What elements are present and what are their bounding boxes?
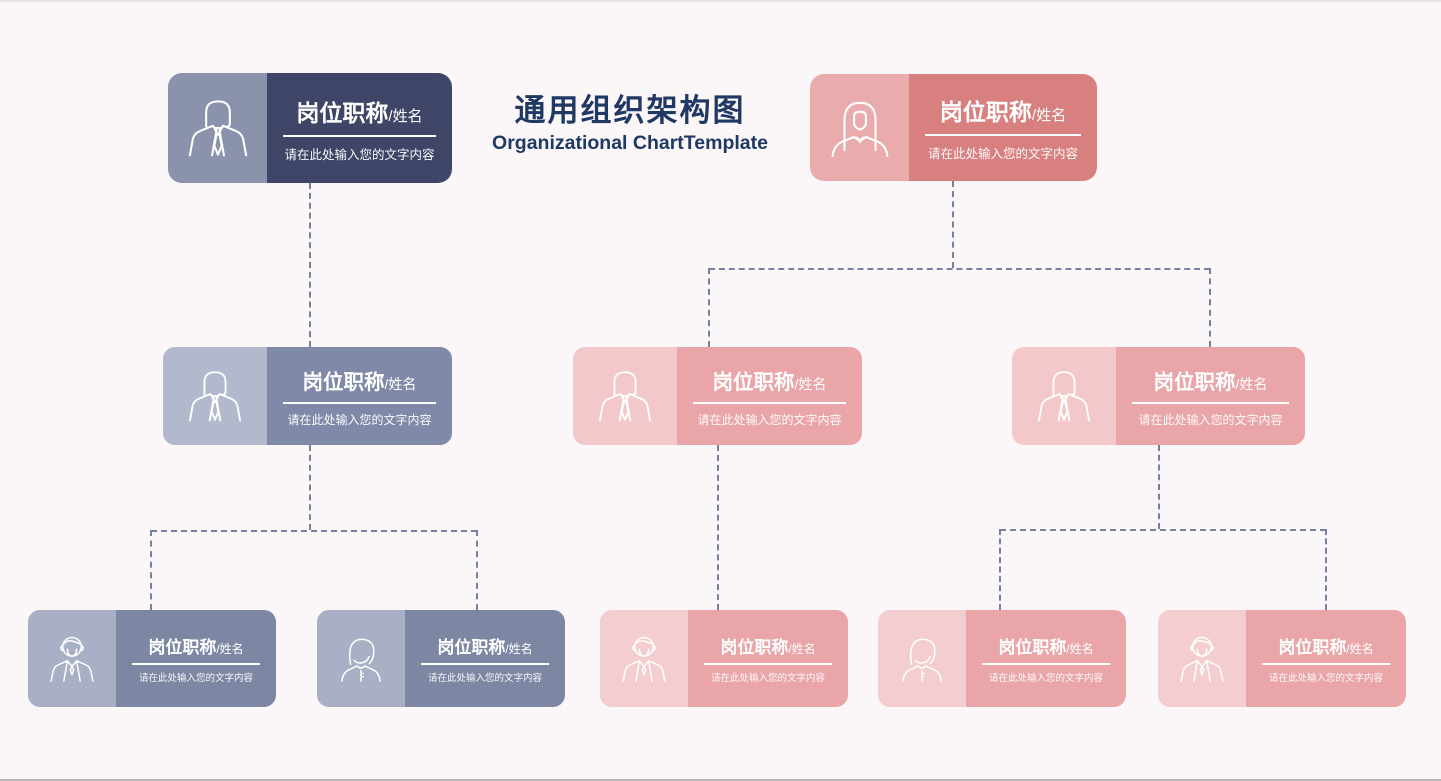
person-male-icon bbox=[188, 100, 247, 157]
connector-topright-down bbox=[952, 181, 954, 268]
person-male-face-icon bbox=[1180, 636, 1224, 682]
org-card-bottom-1[interactable]: 岗位职称/姓名 请在此处输入您的文字内容 bbox=[28, 610, 276, 707]
divider bbox=[704, 663, 832, 665]
avatar bbox=[573, 347, 677, 445]
divider bbox=[283, 401, 436, 404]
name-label: /姓名 bbox=[1235, 375, 1268, 392]
avatar bbox=[28, 610, 116, 707]
org-card-bottom-4[interactable]: 岗位职称/姓名 请在此处输入您的文字内容 bbox=[878, 610, 1126, 707]
divider bbox=[693, 401, 846, 404]
avatar bbox=[1012, 347, 1116, 445]
person-female-bob-icon bbox=[902, 638, 942, 682]
person-male-face-icon bbox=[50, 636, 94, 682]
connector-to-midcenter bbox=[708, 268, 710, 347]
position-title: 岗位职称 bbox=[296, 99, 389, 126]
divider bbox=[132, 663, 260, 665]
divider bbox=[925, 134, 1081, 136]
divider bbox=[421, 663, 549, 665]
org-card-bottom-5[interactable]: 岗位职称/姓名 请在此处输入您的文字内容 bbox=[1158, 610, 1406, 707]
connector-midcenter-down bbox=[717, 445, 719, 610]
org-card-mid-left[interactable]: 岗位职称/姓名 请在此处输入您的文字内容 bbox=[163, 347, 452, 445]
caption: 请在此处输入您的文字内容 bbox=[1268, 673, 1383, 684]
position-title: 岗位职称 bbox=[1153, 370, 1236, 394]
name-label: /姓名 bbox=[788, 642, 816, 656]
position-title: 岗位职称 bbox=[437, 638, 506, 657]
org-card-bottom-3[interactable]: 岗位职称/姓名 请在此处输入您的文字内容 bbox=[600, 610, 848, 707]
avatar bbox=[168, 73, 267, 183]
connector-rightsub-branch bbox=[1000, 529, 1326, 531]
card-text-panel: 岗位职称/姓名 请在此处输入您的文字内容 bbox=[267, 73, 452, 183]
divider bbox=[1262, 663, 1390, 665]
divider bbox=[982, 663, 1110, 665]
card-text-panel: 岗位职称/姓名 请在此处输入您的文字内容 bbox=[688, 610, 848, 707]
caption: 请在此处输入您的文字内容 bbox=[284, 147, 435, 162]
avatar bbox=[600, 610, 688, 707]
card-text-panel: 岗位职称/姓名 请在此处输入您的文字内容 bbox=[966, 610, 1126, 707]
person-male-icon bbox=[188, 371, 242, 422]
position-title: 岗位职称 bbox=[148, 638, 217, 657]
card-text-panel: 岗位职称/姓名 请在此处输入您的文字内容 bbox=[677, 347, 862, 445]
caption: 请在此处输入您的文字内容 bbox=[927, 147, 1078, 161]
caption: 请在此处输入您的文字内容 bbox=[697, 412, 842, 427]
name-label: /姓名 bbox=[388, 107, 423, 125]
title-english: Organizational ChartTemplate bbox=[492, 132, 768, 155]
name-label: /姓名 bbox=[384, 375, 417, 392]
org-card-bottom-2[interactable]: 岗位职称/姓名 请在此处输入您的文字内容 bbox=[317, 610, 565, 707]
org-card-mid-center[interactable]: 岗位职称/姓名 请在此处输入您的文字内容 bbox=[573, 347, 862, 445]
card-text-panel: 岗位职称/姓名 请在此处输入您的文字内容 bbox=[405, 610, 565, 707]
avatar bbox=[810, 74, 909, 181]
page-title[interactable]: 通用组织架构图 Organizational ChartTemplate bbox=[420, 93, 840, 155]
position-title: 岗位职称 bbox=[998, 638, 1067, 657]
person-female-icon bbox=[831, 101, 888, 157]
caption: 请在此处输入您的文字内容 bbox=[710, 673, 825, 684]
caption: 请在此处输入您的文字内容 bbox=[138, 673, 253, 684]
connector-to-bottom-4 bbox=[999, 529, 1001, 610]
connector-to-midright bbox=[1209, 268, 1211, 347]
name-label: /姓名 bbox=[1031, 107, 1067, 124]
card-text-panel: 岗位职称/姓名 请在此处输入您的文字内容 bbox=[909, 74, 1097, 181]
connector-midright-down bbox=[1158, 445, 1160, 529]
connector-to-bottom-5 bbox=[1325, 529, 1327, 610]
avatar bbox=[163, 347, 267, 445]
connector-to-bottom-2 bbox=[476, 530, 478, 610]
card-text-panel: 岗位职称/姓名 请在此处输入您的文字内容 bbox=[116, 610, 276, 707]
name-label: /姓名 bbox=[1066, 642, 1094, 656]
caption: 请在此处输入您的文字内容 bbox=[988, 673, 1103, 684]
card-text-panel: 岗位职称/姓名 请在此处输入您的文字内容 bbox=[1246, 610, 1406, 707]
connector-midleft-down bbox=[309, 445, 311, 530]
card-text-panel: 岗位职称/姓名 请在此处输入您的文字内容 bbox=[1116, 347, 1305, 445]
caption: 请在此处输入您的文字内容 bbox=[287, 412, 432, 427]
name-label: /姓名 bbox=[794, 375, 827, 392]
title-chinese: 通用组织架构图 bbox=[514, 93, 746, 128]
avatar bbox=[1158, 610, 1246, 707]
position-title: 岗位职称 bbox=[302, 370, 385, 394]
person-male-icon bbox=[598, 371, 652, 422]
connector-left-branch bbox=[151, 530, 477, 532]
caption: 请在此处输入您的文字内容 bbox=[1138, 412, 1283, 427]
name-label: /姓名 bbox=[505, 642, 533, 656]
position-title: 岗位职称 bbox=[720, 638, 789, 657]
avatar bbox=[878, 610, 966, 707]
card-text-panel: 岗位职称/姓名 请在此处输入您的文字内容 bbox=[267, 347, 452, 445]
person-female-bob-icon bbox=[341, 638, 381, 682]
position-title: 岗位职称 bbox=[712, 370, 795, 394]
org-card-mid-right[interactable]: 岗位职称/姓名 请在此处输入您的文字内容 bbox=[1012, 347, 1305, 445]
name-label: /姓名 bbox=[1346, 642, 1374, 656]
org-card-top-right[interactable]: 岗位职称/姓名 请在此处输入您的文字内容 bbox=[810, 74, 1097, 181]
caption: 请在此处输入您的文字内容 bbox=[427, 673, 542, 684]
divider bbox=[1132, 401, 1289, 404]
person-male-face-icon bbox=[622, 636, 666, 682]
connector-to-bottom-1 bbox=[150, 530, 152, 610]
person-male-icon bbox=[1037, 371, 1091, 422]
divider bbox=[283, 134, 436, 137]
position-title: 岗位职称 bbox=[1278, 638, 1347, 657]
avatar bbox=[317, 610, 405, 707]
connector-right-branch bbox=[709, 268, 1210, 270]
org-card-top-left[interactable]: 岗位职称/姓名 请在此处输入您的文字内容 bbox=[168, 73, 452, 183]
connector-topleft-down bbox=[309, 183, 311, 347]
position-title: 岗位职称 bbox=[939, 99, 1032, 125]
name-label: /姓名 bbox=[216, 642, 244, 656]
